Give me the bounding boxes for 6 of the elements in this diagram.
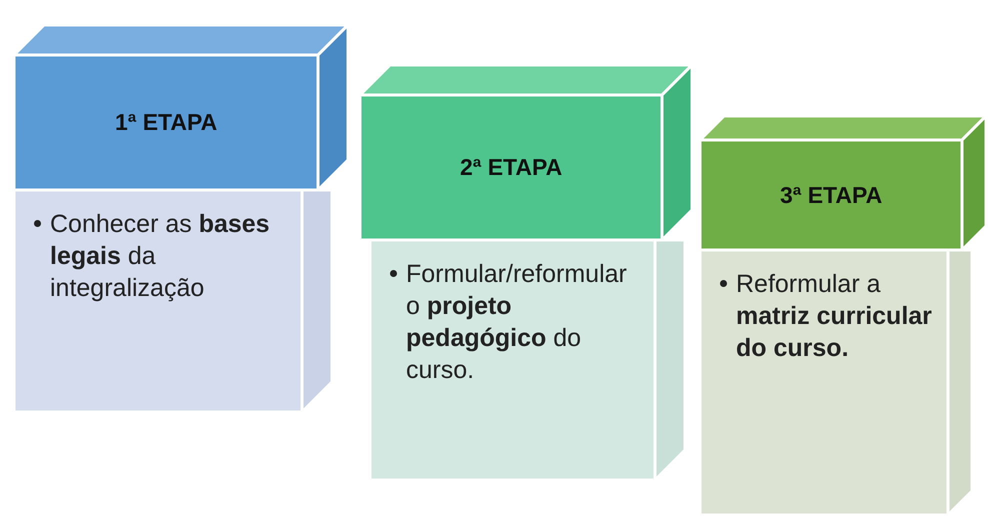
stage-title: 1ª ETAPA: [115, 109, 218, 136]
stage-description: Conhecer as bases legais da integralização: [50, 209, 271, 304]
stage-description: Reformular a matriz curricular do curso.: [736, 269, 933, 364]
stage-description: Formular/reformular o projeto pedagógico do curso.: [406, 259, 628, 386]
stage-title: 2ª ETAPA: [460, 154, 562, 181]
stage-title: 3ª ETAPA: [780, 182, 882, 208]
